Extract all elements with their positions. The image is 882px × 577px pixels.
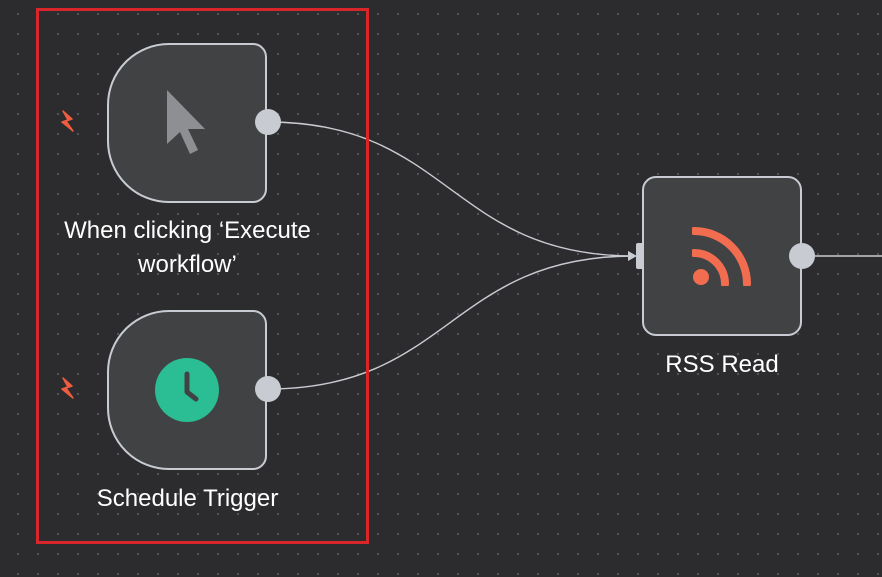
rss-read-label: RSS Read xyxy=(665,351,779,378)
manual-trigger-output-handle[interactable] xyxy=(255,109,281,135)
lightning-bolt-icon xyxy=(61,110,74,132)
rss-feed-icon xyxy=(692,226,752,286)
schedule-trigger-label: Schedule Trigger xyxy=(96,485,279,512)
schedule-trigger-output-handle[interactable] xyxy=(255,376,281,402)
node-rss-read[interactable] xyxy=(642,176,802,336)
rss-read-output-handle[interactable] xyxy=(789,243,815,269)
clock-icon xyxy=(154,357,220,423)
selection-rectangle xyxy=(36,8,369,544)
lightning-bolt-icon xyxy=(61,377,74,399)
manual-trigger-label: When clicking ‘Execute workflow’ xyxy=(64,217,311,278)
cursor-arrow-icon xyxy=(163,88,211,158)
node-manual-trigger[interactable] xyxy=(107,43,267,203)
